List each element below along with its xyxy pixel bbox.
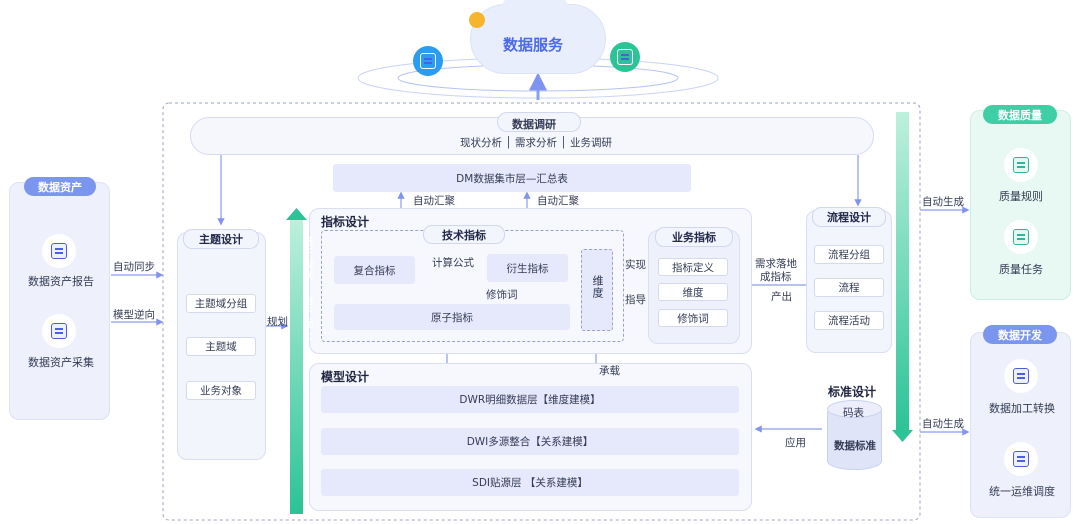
label-auto-gen-top: 自动生成 [922, 196, 964, 208]
quality-rule-icon [1004, 148, 1038, 182]
collect-icon [42, 314, 76, 348]
label-plan: 规划 [267, 316, 288, 328]
atomic-indicator: 原子指标 [334, 304, 570, 330]
spark-icon [469, 12, 485, 28]
dwr-layer: DWR明细数据层【维度建模】 [321, 386, 739, 413]
indicator-design-title: 指标设计 [321, 215, 370, 229]
tech-indicator-title: 技术指标 [423, 225, 505, 244]
label-bottom-up: 基于现状 自下而上 [302, 236, 314, 341]
dimension-label: 维度 [591, 275, 604, 299]
derived-indicator: 衍生指标 [487, 254, 568, 282]
dwi-layer: DWI多源整合【关系建模】 [321, 428, 739, 455]
research-title-tag [497, 112, 581, 132]
sdi-layer: SDI贴源层 【关系建模】 [321, 469, 739, 496]
quality-item-tasks: 质量任务 [999, 263, 1043, 276]
data-dev-title: 数据开发 [983, 325, 1057, 344]
label-carry: 承载 [599, 365, 620, 377]
subject-item-domain: 主题域 [186, 337, 256, 356]
data-assets-title: 数据资产 [24, 177, 96, 196]
standard-data-std: 数据标准 [834, 440, 876, 452]
dm-summary-box: DM数据集市层—汇总表 [333, 164, 691, 192]
biz-item-dimension: 维度 [658, 283, 728, 301]
research-items: 现状分析 │ 需求分析 │ 业务调研 [460, 137, 612, 149]
label-demand-landing: 需求落地 [755, 258, 797, 270]
biz-item-modifier: 修饰词 [658, 309, 728, 327]
doc-icon [413, 46, 443, 76]
subject-item-object: 业务对象 [186, 381, 256, 400]
asset-item-report: 数据资产报告 [28, 275, 94, 288]
research-title: 数据调研 [512, 118, 556, 131]
data-assets-card [9, 182, 110, 420]
quality-task-icon [1004, 220, 1038, 254]
label-apply: 应用 [785, 437, 806, 449]
standard-cylinder-top [827, 400, 882, 418]
monitor-icon [610, 42, 640, 72]
business-indicator-title: 业务指标 [655, 227, 733, 247]
label-implement: 实现 [625, 259, 646, 271]
report-icon [42, 234, 76, 268]
data-quality-card [970, 110, 1071, 300]
quality-item-rules: 质量规则 [999, 190, 1043, 203]
subject-design-title: 主题设计 [183, 229, 259, 249]
dimension-box [581, 249, 613, 331]
label-output: 产出 [771, 291, 792, 303]
process-item-group: 流程分组 [814, 245, 884, 264]
composite-indicator: 复合指标 [334, 256, 415, 284]
cloud-title: 数据服务 [503, 36, 564, 54]
standard-design-title: 标准设计 [828, 385, 877, 399]
process-item-flow: 流程 [814, 278, 884, 297]
label-auto-agg-right: 自动汇聚 [537, 195, 579, 207]
model-design-title: 模型设计 [321, 370, 370, 384]
data-quality-title: 数据质量 [983, 105, 1057, 124]
label-form-indicator: 成指标 [760, 271, 792, 283]
label-auto-gen-bottom: 自动生成 [922, 418, 964, 430]
data-service-cloud [470, 4, 606, 74]
label-calc-formula: 计算公式 [432, 257, 474, 269]
process-design-title: 流程设计 [812, 207, 886, 227]
label-modifier: 修饰词 [486, 289, 518, 301]
label-model-reverse: 模型逆向 [113, 309, 155, 321]
biz-item-definition: 指标定义 [658, 258, 728, 276]
dev-item-transform: 数据加工转换 [989, 402, 1055, 415]
subject-item-group: 主题域分组 [186, 294, 256, 313]
process-item-activity: 流程活动 [814, 311, 884, 330]
label-auto-sync: 自动同步 [113, 261, 155, 273]
label-auto-agg-left: 自动汇聚 [413, 195, 455, 207]
label-guide: 指导 [625, 294, 646, 306]
schedule-icon [1004, 442, 1038, 476]
standard-code-table: 码表 [843, 407, 864, 419]
asset-item-collect: 数据资产采集 [28, 356, 94, 369]
label-top-down: 需求驱动 自顶向下 [908, 258, 920, 363]
dev-item-schedule: 统一运维调度 [989, 485, 1055, 498]
data-dev-card [970, 332, 1071, 518]
transform-icon [1004, 359, 1038, 393]
